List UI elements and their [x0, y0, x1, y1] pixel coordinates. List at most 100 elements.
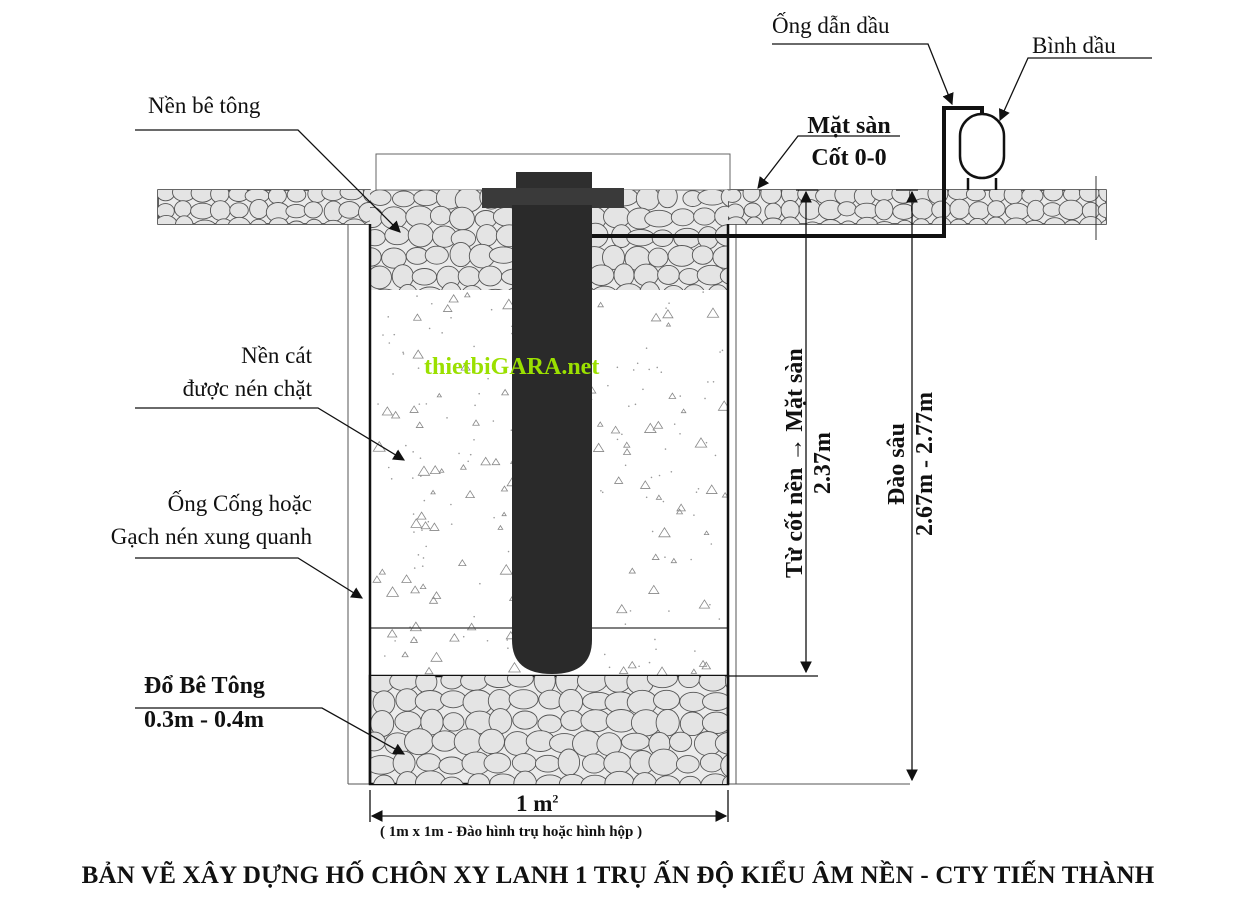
- sand-texture: [460, 362, 471, 371]
- stone-texture: [440, 690, 467, 709]
- stone-texture: [1043, 190, 1064, 202]
- stone-texture: [780, 216, 801, 224]
- stone-texture: [467, 773, 490, 784]
- label-pour-concrete: Đổ Bê Tông 0.3m - 0.4m: [144, 674, 265, 732]
- stone-texture: [874, 199, 894, 221]
- stone-texture: [478, 728, 505, 755]
- sand-texture: [501, 511, 507, 517]
- stone-texture: [373, 774, 396, 784]
- sand-texture: [616, 438, 619, 441]
- sand-texture: [608, 666, 611, 669]
- stone-texture: [745, 216, 764, 224]
- stone-texture: [558, 773, 586, 784]
- sand-texture: [405, 444, 407, 447]
- sand-texture: [710, 543, 713, 545]
- stone-texture: [303, 201, 323, 219]
- stone-texture: [449, 206, 475, 231]
- stone-texture: [1100, 219, 1106, 224]
- sand-texture: [473, 615, 475, 618]
- sand-texture: [387, 316, 390, 318]
- stone-texture: [1025, 219, 1044, 224]
- stone-texture: [508, 689, 539, 710]
- sand-texture: [712, 380, 715, 383]
- stone-texture: [742, 190, 761, 203]
- stone-texture: [286, 190, 307, 203]
- sand-texture: [401, 574, 413, 583]
- stone-texture: [215, 218, 233, 224]
- sand-texture: [615, 603, 628, 614]
- dim-floor-to-base-line1: Từ cốt nền → Mặt sàn: [782, 348, 808, 578]
- sand-texture: [421, 565, 424, 567]
- sand-texture: [416, 511, 427, 520]
- sand-texture: [627, 660, 637, 669]
- stone-texture: [404, 728, 434, 756]
- stone-texture: [1044, 217, 1066, 224]
- sand-texture: [654, 638, 656, 641]
- stone-texture: [910, 198, 934, 220]
- stone-texture: [1098, 190, 1106, 202]
- sand-texture: [668, 302, 670, 304]
- sand-texture: [618, 666, 629, 674]
- sand-texture: [628, 405, 630, 408]
- sand-texture: [658, 474, 661, 477]
- stone-texture: [691, 245, 714, 265]
- sand-texture: [662, 308, 674, 319]
- stone-texture: [370, 190, 392, 206]
- sand-texture: [401, 651, 409, 658]
- sand-texture: [679, 432, 681, 435]
- stone-texture: [1097, 202, 1106, 219]
- stone-texture: [323, 219, 343, 224]
- sand-texture: [458, 452, 460, 455]
- sand-texture: [704, 397, 706, 400]
- stone-texture: [965, 190, 986, 202]
- stone-texture: [657, 264, 680, 285]
- sand-texture: [592, 442, 605, 452]
- sand-texture: [412, 513, 415, 515]
- stone-texture: [719, 267, 728, 285]
- sand-texture: [381, 406, 394, 416]
- label-pour-concrete-line2: 0.3m - 0.4m: [144, 707, 264, 733]
- sand-texture: [628, 567, 637, 574]
- sand-texture: [701, 661, 712, 670]
- dim-floor-to-base-line2: 2.37m: [809, 432, 836, 495]
- stone-texture: [229, 202, 249, 219]
- sand-texture: [648, 368, 650, 371]
- stone-texture: [158, 214, 178, 224]
- stone-texture: [285, 203, 308, 219]
- stone-texture: [679, 775, 702, 784]
- sand-texture: [665, 322, 672, 327]
- sand-texture: [502, 298, 516, 310]
- sand-texture: [429, 522, 440, 531]
- stone-texture: [592, 285, 616, 290]
- sand-texture: [430, 302, 433, 305]
- sand-texture: [680, 408, 687, 414]
- sand-texture: [721, 349, 724, 352]
- sand-texture: [665, 307, 667, 309]
- sand-texture: [670, 470, 673, 473]
- stone-texture: [760, 190, 782, 205]
- sand-texture: [694, 650, 696, 652]
- stone-texture: [675, 755, 700, 774]
- sand-texture: [390, 410, 401, 419]
- stone-texture: [699, 752, 724, 773]
- sand-texture: [474, 404, 476, 407]
- sand-texture: [613, 476, 624, 484]
- stone-texture: [478, 265, 503, 287]
- stone-texture: [669, 731, 693, 753]
- sand-texture: [705, 441, 708, 444]
- stone-texture: [158, 190, 176, 202]
- sand-texture: [668, 392, 677, 399]
- culvert-walls: [368, 224, 730, 784]
- stone-texture: [729, 692, 751, 713]
- stone-texture: [837, 201, 857, 217]
- sand-texture: [642, 388, 644, 391]
- sand-texture: [412, 313, 422, 321]
- label-pour-concrete-line1: Đổ Bê Tông: [144, 673, 265, 699]
- stone-texture: [489, 773, 517, 784]
- stone-texture: [250, 218, 267, 224]
- sand-texture: [419, 457, 422, 459]
- sand-texture: [670, 557, 678, 564]
- sand-texture: [412, 477, 414, 479]
- sand-texture: [409, 405, 419, 413]
